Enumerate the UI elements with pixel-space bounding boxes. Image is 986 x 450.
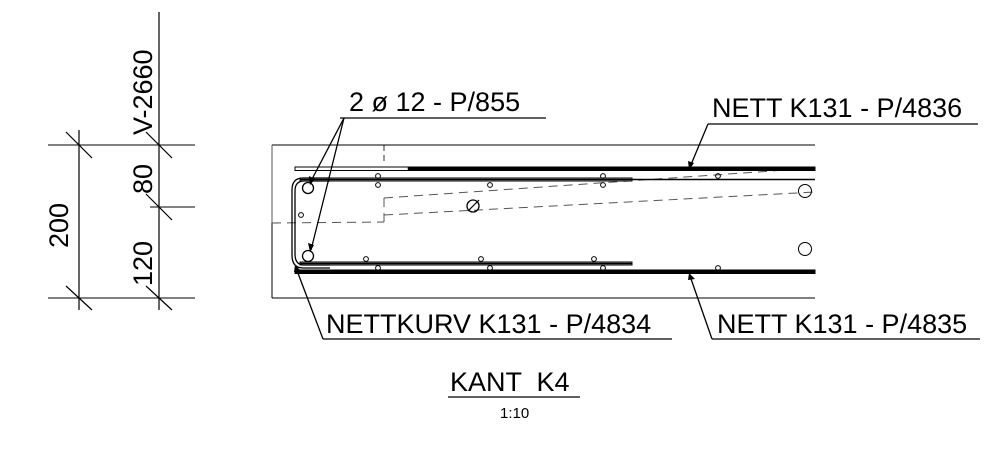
mesh-bottom-label: NETT K131 - P/4835 xyxy=(717,309,967,339)
rebars xyxy=(301,181,812,263)
leader-lines xyxy=(294,117,980,340)
bottom-mesh xyxy=(294,256,816,274)
dim-bottom-label: 120 xyxy=(128,241,158,286)
detail-scale: 1:10 xyxy=(500,405,529,422)
mesh-top-label: NETT K131 - P/4836 xyxy=(712,93,962,123)
basket-label: NETTKURV K131 - P/4834 xyxy=(326,309,651,339)
dim-total-label: 200 xyxy=(44,203,74,248)
dimension-lines xyxy=(48,12,195,311)
bars-label: 2 ø 12 - P/855 xyxy=(349,87,520,117)
dim-top-label: 80 xyxy=(128,164,158,194)
elevation-label: V-2660 xyxy=(128,49,158,135)
detail-title: KANT K4 xyxy=(450,367,570,397)
mesh-basket xyxy=(291,177,330,269)
top-mesh xyxy=(294,166,816,188)
hidden-lines xyxy=(271,145,816,224)
